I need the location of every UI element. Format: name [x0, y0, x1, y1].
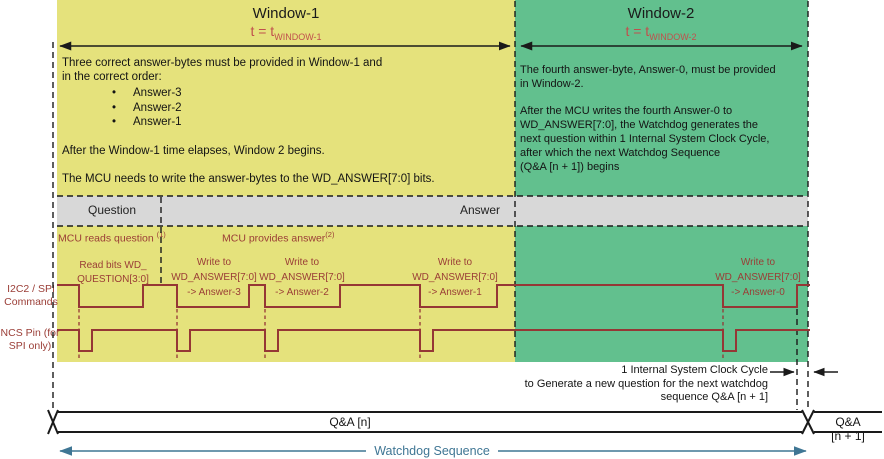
window1-time: t = tWINDOW-1 [250, 23, 321, 42]
phase-question-label: Question [87, 203, 137, 217]
window1-time-subscript: WINDOW-1 [274, 31, 322, 42]
commands-signal-label: I2C2 / SPI Commands [4, 283, 58, 308]
window2-time: t = tWINDOW-2 [625, 23, 696, 42]
read-question-label: Read bits WD_ QUESTION[3:0] [77, 260, 149, 285]
window2-time-subscript: WINDOW-2 [649, 31, 697, 42]
qa-next-label: Q&A [n + 1] [831, 415, 865, 443]
qa-current-label: Q&A [n] [329, 415, 371, 429]
window1-bullet-list: Answer-3 Answer-2 Answer-1 [62, 86, 362, 130]
sequence-bus [47, 409, 882, 435]
mcu-reads-text: MCU reads question [58, 232, 154, 245]
window2-body: The fourth answer-byte, Answer-0, must b… [520, 64, 776, 173]
mcu-provides-note: MCU provides answer(2) [222, 230, 334, 245]
window1-para2: After the Window-1 time elapses, Window … [62, 145, 325, 157]
write-answer2-label: Write to WD_ANSWER[7:0] -> Answer-2 [259, 257, 345, 298]
write-answer0-label: Write to WD_ANSWER[7:0] -> Answer-0 [715, 257, 801, 298]
window1-para3: The MCU needs to write the answer-bytes … [62, 173, 435, 185]
mcu-provides-text: MCU provides answer [222, 232, 326, 245]
watchdog-sequence-label: Watchdog Sequence [374, 444, 490, 458]
clock-cycle-note: 1 Internal System Clock Cycle to Generat… [524, 364, 768, 403]
window2-title: Window-2 [627, 5, 695, 22]
ncs-signal-label: NCS Pin (for SPI only) [0, 327, 60, 352]
write-answer3-label: Write to WD_ANSWER[7:0] -> Answer-3 [171, 257, 257, 298]
window1-intro: Three correct answer-bytes must be provi… [62, 57, 383, 84]
bullet-answer-1: Answer-1 [62, 115, 362, 130]
phase-band [57, 196, 808, 226]
mcu-reads-note: MCU reads question (1) [58, 230, 166, 245]
window2-time-prefix: t = t [625, 23, 650, 39]
mcu-provides-footnote: (2) [325, 230, 335, 239]
bus-crossover-right [801, 409, 815, 435]
phase-answer-label: Answer [459, 203, 501, 217]
window1-time-prefix: t = t [250, 23, 275, 39]
window1-title: Window-1 [252, 5, 320, 22]
bullet-answer-2: Answer-2 [62, 101, 362, 116]
write-answer1-label: Write to WD_ANSWER[7:0] -> Answer-1 [412, 257, 498, 298]
bullet-answer-3: Answer-3 [62, 86, 362, 101]
window2-region [515, 0, 808, 362]
bus-crossover-left [47, 409, 59, 435]
mcu-reads-footnote: (1) [156, 230, 166, 239]
